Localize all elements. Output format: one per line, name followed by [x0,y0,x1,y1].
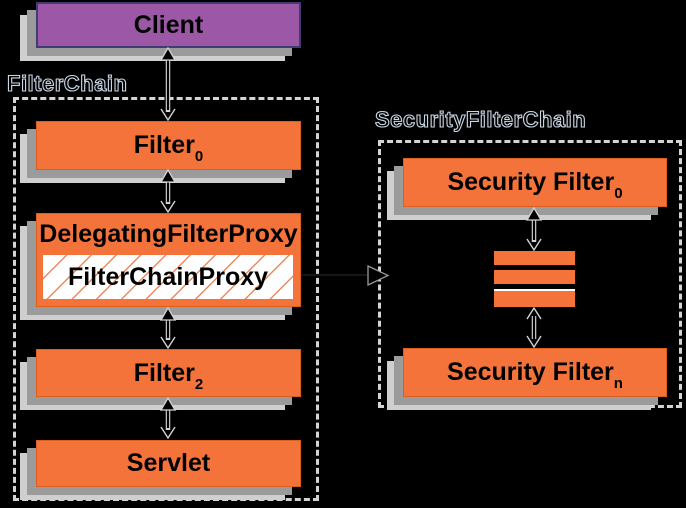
security-filtern-node: Security Filtern [403,348,667,397]
filter0-node: Filter0 [36,121,301,170]
security-filtern-label: Security Filtern [447,358,623,392]
more-filters-bar [494,270,575,284]
filter0-label: Filter0 [133,131,204,165]
filter2-node: Filter2 [36,349,301,397]
security-filter0-node: Security Filter0 [403,158,667,207]
client-node: Client [36,2,301,48]
client-label: Client [133,10,204,39]
security-filter0-label: Security Filter0 [447,168,623,202]
filter-chain-proxy-label: FilterChainProxy [67,262,269,291]
servlet-node: Servlet [36,440,301,487]
filterchain-title: FilterChain [6,70,128,96]
securityfilterchain-title: SecurityFilterChain [374,106,587,132]
more-filters-bar [494,251,575,265]
filter2-label: Filter2 [133,358,204,393]
more-filters-bar [494,289,575,307]
delegating-filter-proxy-label: DelegatingFilterProxy [39,220,298,248]
delegating-filter-proxy-node: DelegatingFilterProxy FilterChainProxy [36,213,301,307]
filter-chain-proxy-node: FilterChainProxy [41,253,295,301]
servlet-label: Servlet [126,449,211,477]
more-filters-ellipsis [494,251,575,307]
